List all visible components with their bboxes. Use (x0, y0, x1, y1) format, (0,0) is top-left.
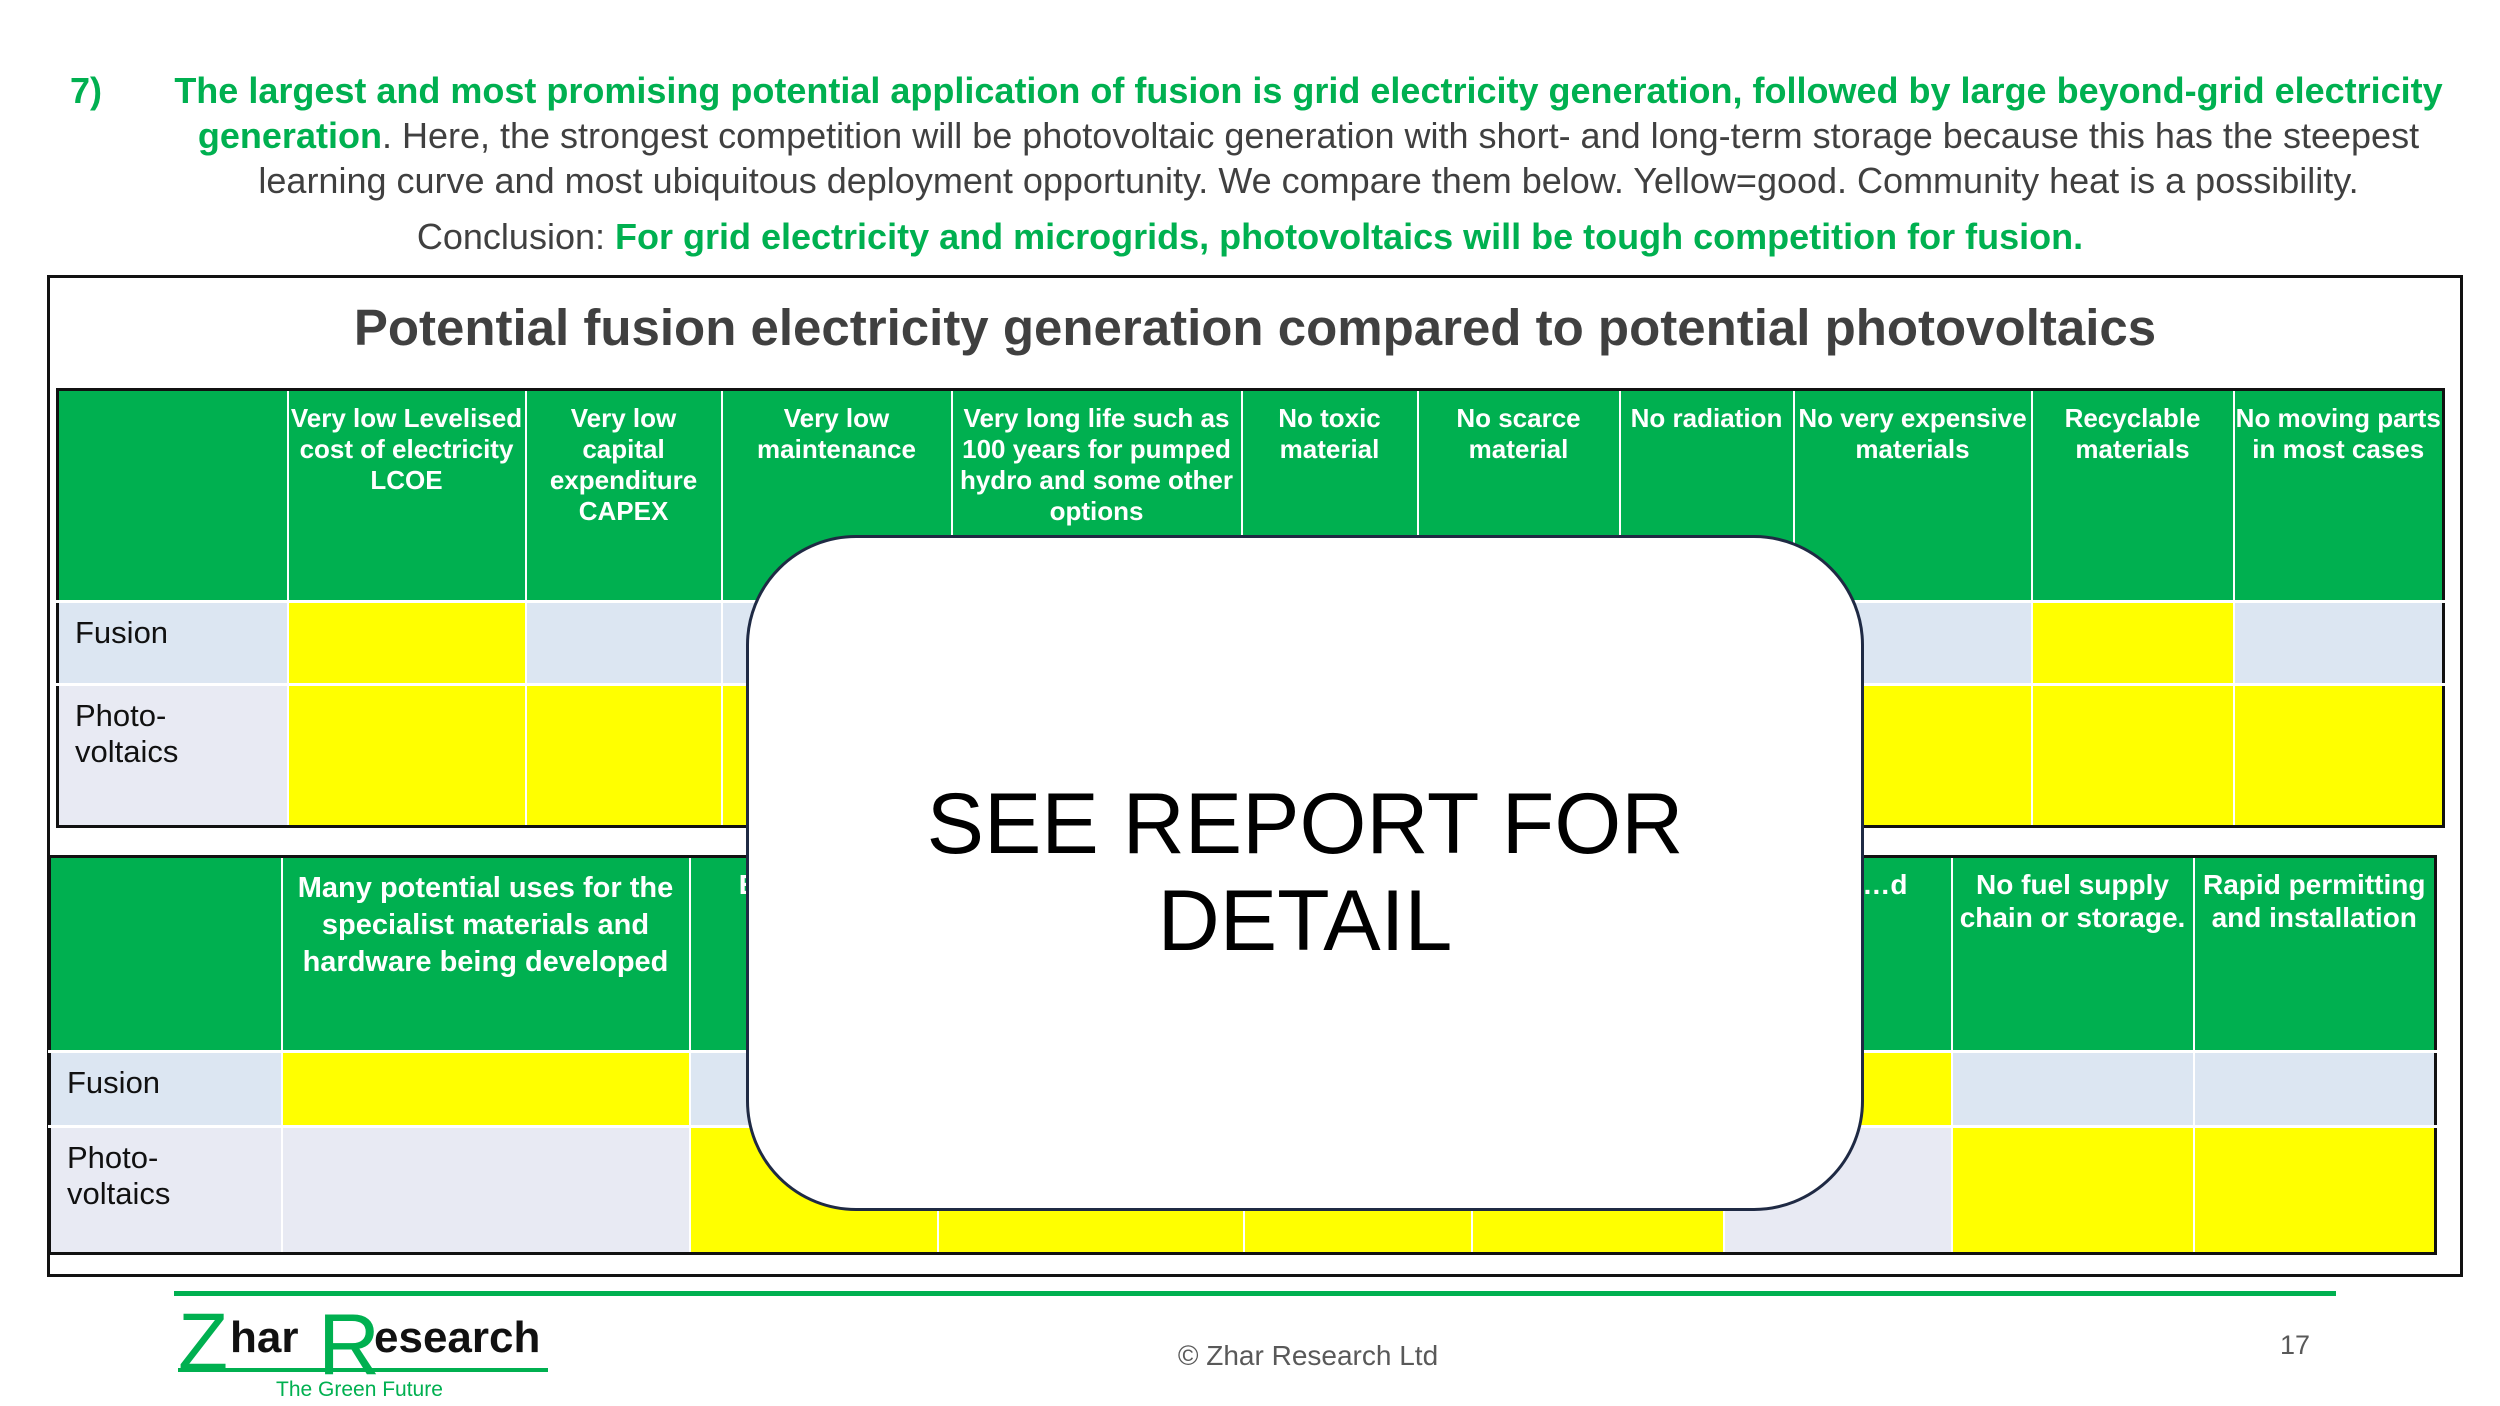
copyright-text: © Zhar Research Ltd (1177, 1340, 1439, 1371)
header-capex: Very low capital expenditure CAPEX (525, 389, 723, 602)
header-fuel-supply: No fuel supply chain or storage. (1951, 856, 2195, 1052)
svg-text:R: R (318, 1300, 380, 1393)
svg-text:har: har (230, 1313, 298, 1362)
footer-rule (174, 1291, 2336, 1296)
svg-text:esearch: esearch (374, 1313, 540, 1362)
conclusion: Conclusion: For grid electricity and mic… (0, 216, 2500, 258)
header-expensive: No very expensive materials (1793, 389, 2033, 602)
svg-text:The Green Future: The Green Future (276, 1378, 443, 1400)
header-corner (57, 389, 289, 602)
row-label-fusion: Fusion (49, 1050, 283, 1127)
rating-cell (1951, 1050, 2195, 1127)
rating-cell (2031, 599, 2235, 685)
rating-cell (287, 599, 527, 685)
logo-graphic: Z har R esearch The Green Future (178, 1297, 548, 1401)
rating-cell (2233, 599, 2445, 685)
rating-cell (2193, 1050, 2437, 1127)
header-corner (49, 856, 283, 1052)
rating-cell (525, 599, 723, 685)
header-specialist-materials: Many potential uses for the specialist m… (281, 856, 691, 1052)
comparison-frame (47, 275, 2463, 1277)
rating-cell (2031, 683, 2235, 827)
header-recyclable: Recyclable materials (2031, 389, 2235, 602)
row-label-photovoltaics: Photo- voltaics (49, 1124, 283, 1254)
table-1-header-row: Very low Levelised cost of electricity L… (57, 389, 2445, 602)
header-lcoe: Very low Levelised cost of electricity L… (287, 389, 527, 602)
comparison-title: Potential fusion electricity generation … (353, 299, 2157, 356)
conclusion-label: Conclusion: (416, 216, 615, 257)
zhar-research-logo: Z har R esearch The Green Future (178, 1297, 558, 1401)
rating-cell (1951, 1124, 2195, 1254)
see-report-overlay: SEE REPORT FOR DETAIL (746, 535, 1864, 1211)
overlay-text: SEE REPORT FOR DETAIL (926, 776, 1684, 969)
row-label-photovoltaics: Photo- voltaics (57, 683, 289, 827)
svg-text:Z: Z (178, 1300, 228, 1388)
intro-paragraph: 7) The largest and most promising potent… (70, 68, 2450, 203)
page-number: 17 (2280, 1330, 2311, 1360)
rating-cell (525, 683, 723, 827)
header-permitting: Rapid permitting and installation (2193, 856, 2437, 1052)
item-number: 7) (70, 70, 103, 111)
intro-body: . Here, the strongest competition will b… (258, 115, 2420, 201)
rating-cell (2193, 1124, 2437, 1254)
rating-cell (281, 1124, 691, 1254)
header-moving-parts: No moving parts in most cases (2233, 389, 2445, 602)
conclusion-text: For grid electricity and microgrids, pho… (615, 216, 2084, 257)
rating-cell (281, 1050, 691, 1127)
rating-cell (287, 683, 527, 827)
intro-text: The largest and most promising potential… (167, 68, 2450, 203)
rating-cell (2233, 683, 2445, 827)
intro-headline: The largest and most promising potential… (174, 70, 2443, 156)
row-label-fusion: Fusion (57, 599, 289, 685)
